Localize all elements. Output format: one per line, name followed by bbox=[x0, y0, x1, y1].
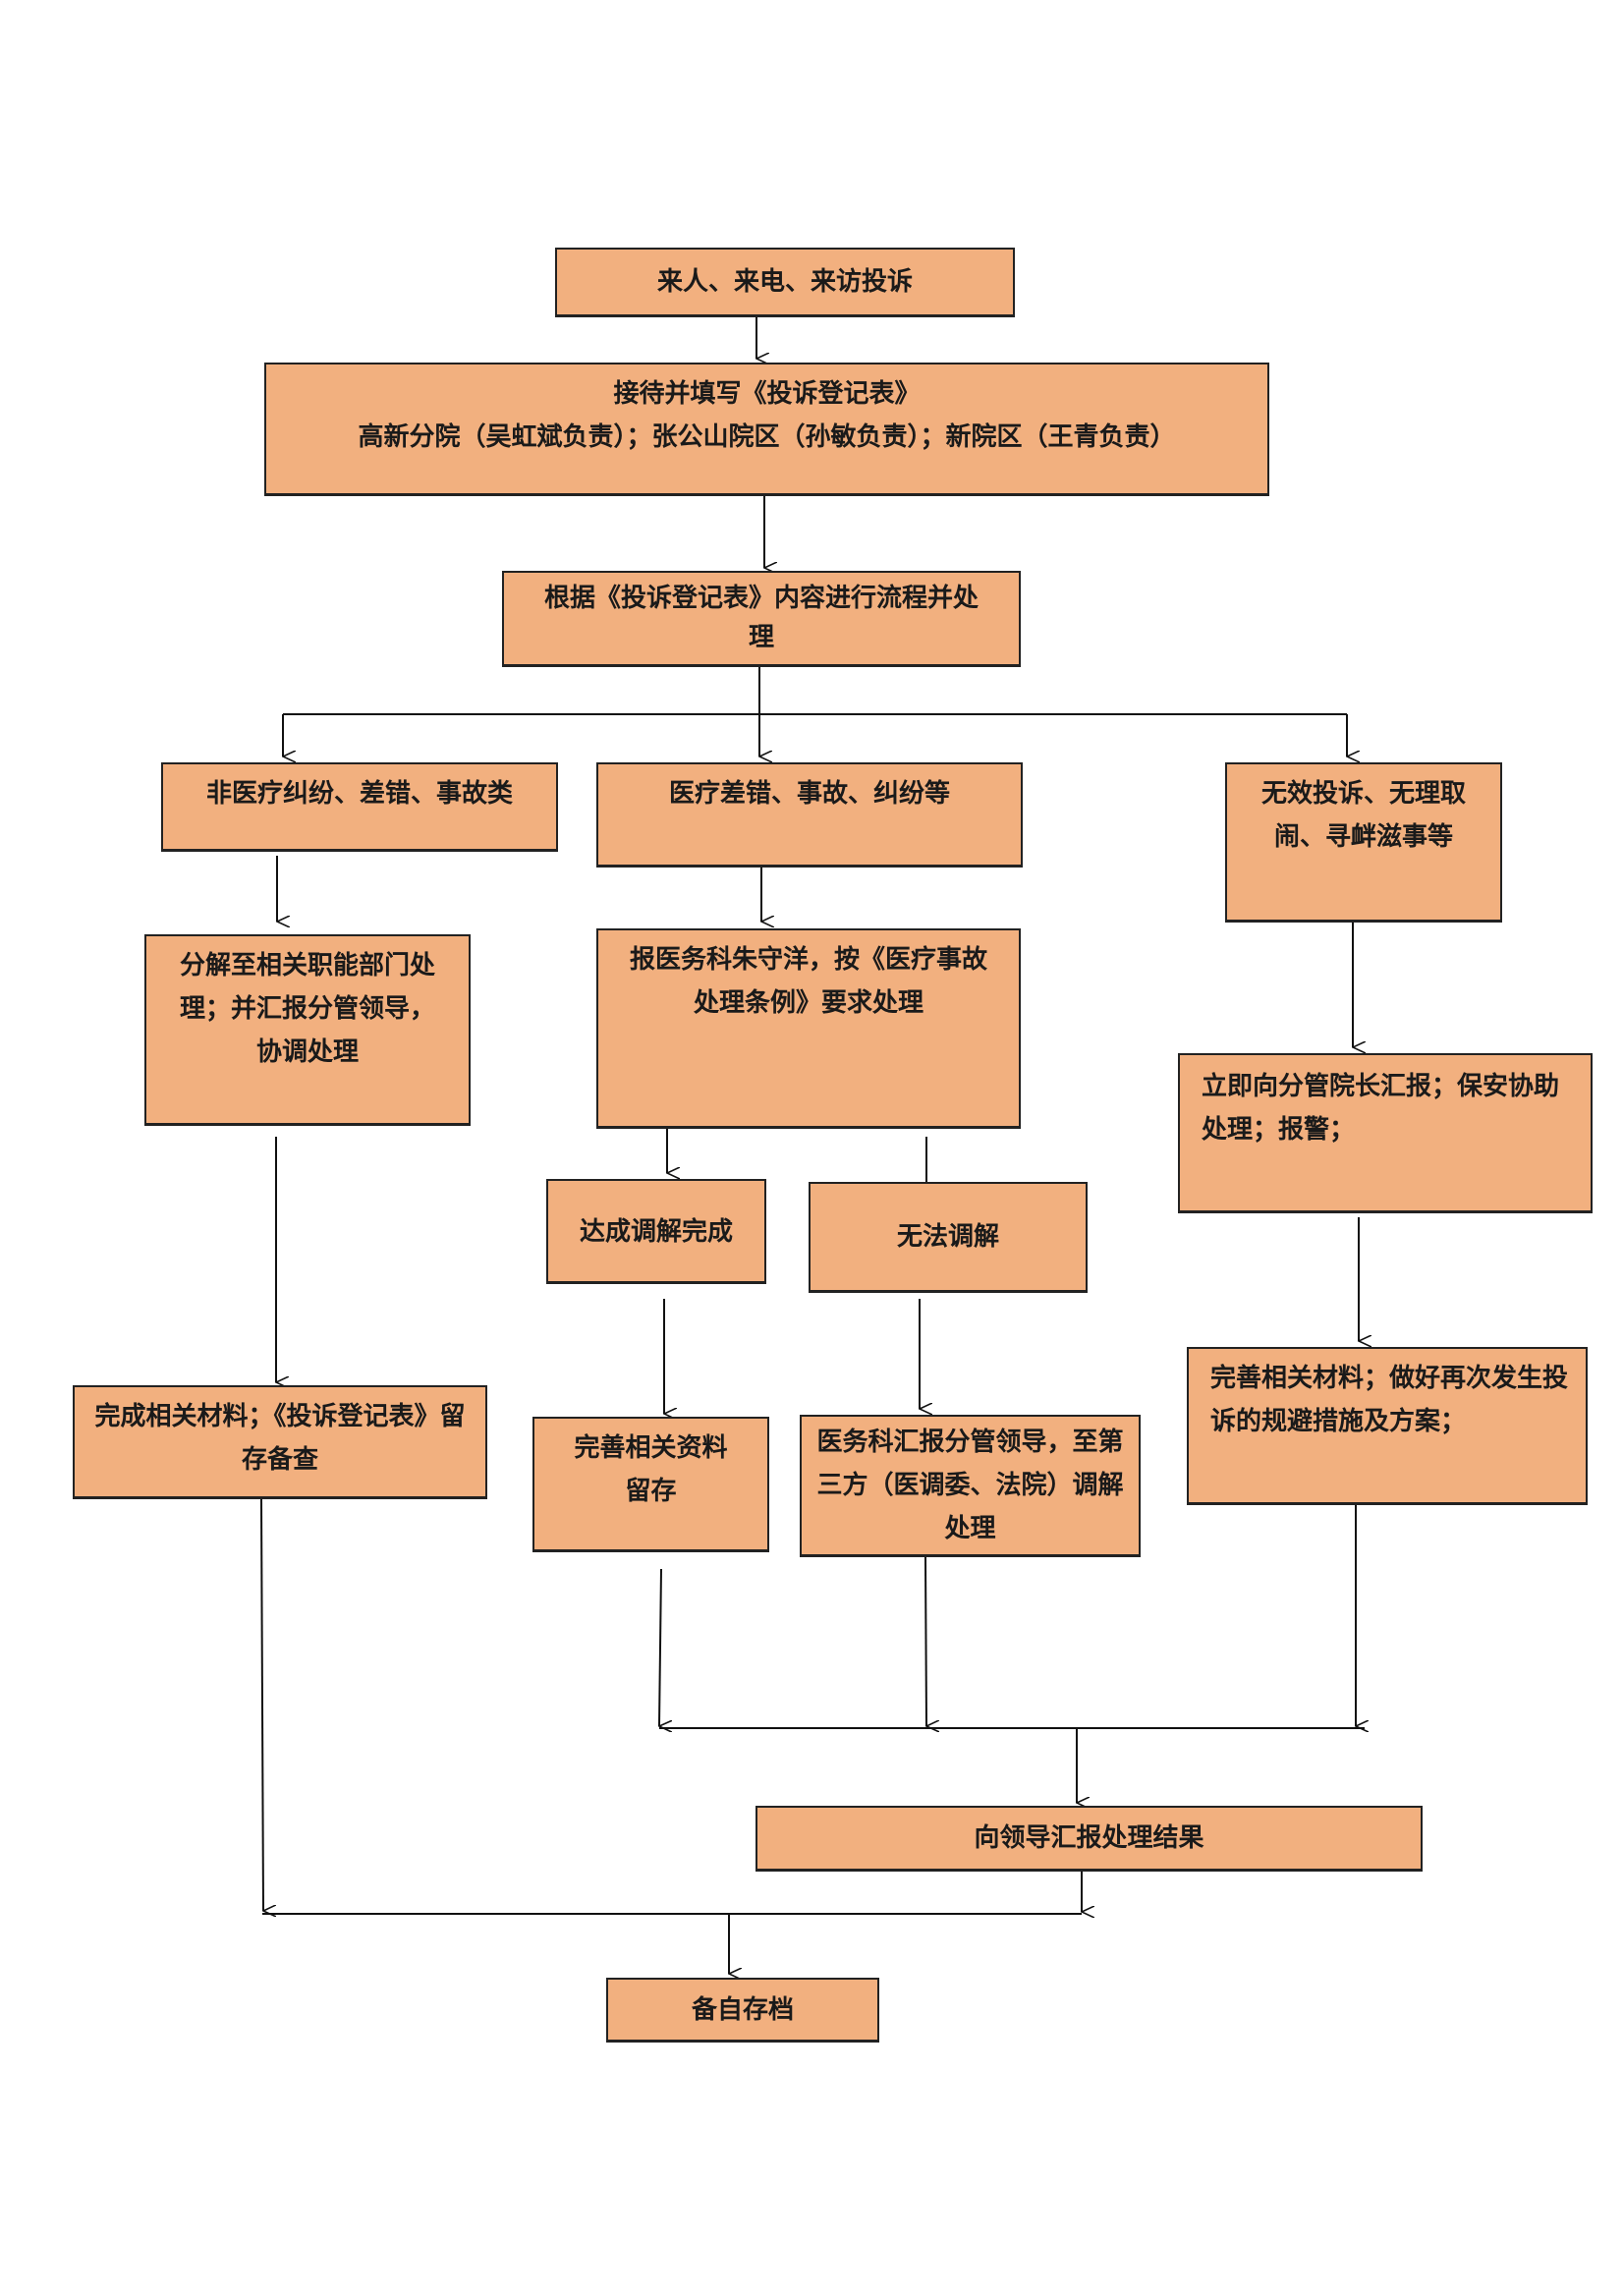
node-keep-records: 完善相关资料留存 bbox=[532, 1417, 769, 1552]
node-text: 向领导汇报处理结果 bbox=[974, 1823, 1204, 1853]
node-text: 达成调解完成 bbox=[579, 1217, 733, 1247]
node-non-medical: 非医疗纠纷、差错、事故类 bbox=[161, 762, 558, 852]
arrow bbox=[924, 1556, 926, 1726]
node-text: 报医务科朱守洋，按《医疗事故处理条例》要求处理 bbox=[629, 945, 987, 1018]
node-process: 根据《投诉登记表》内容进行流程并处理 bbox=[502, 571, 1021, 667]
node-text: 完善相关资料留存 bbox=[574, 1433, 728, 1506]
node-reception: 接待并填写《投诉登记表》 高新分院（吴虹斌负责）；张公山院区（孙敏负责）；新院区… bbox=[264, 363, 1269, 496]
node-report-result: 向领导汇报处理结果 bbox=[756, 1806, 1423, 1872]
node-text: 立即向分管院长汇报；保安协助处理；报警； bbox=[1202, 1072, 1560, 1145]
arrow bbox=[260, 1498, 263, 1911]
node-immediate: 立即向分管院长汇报；保安协助处理；报警； bbox=[1178, 1053, 1593, 1213]
node-text: 分解至相关职能部门处理；并汇报分管领导，协调处理 bbox=[179, 951, 435, 1067]
node-medical: 医疗差错、事故、纠纷等 bbox=[596, 762, 1023, 868]
node-prevention: 完善相关材料；做好再次发生投诉的规避措施及方案； bbox=[1187, 1347, 1588, 1505]
node-text: 完成相关材料；《投诉登记表》留存备查 bbox=[94, 1402, 466, 1475]
node-text: 无法调解 bbox=[896, 1222, 999, 1252]
node-decompose: 分解至相关职能部门处理；并汇报分管领导，协调处理 bbox=[144, 934, 471, 1126]
node-text: 来人、来电、来访投诉 bbox=[656, 267, 913, 297]
node-report-medical: 报医务科朱守洋，按《医疗事故处理条例》要求处理 bbox=[596, 928, 1021, 1129]
node-complete-materials: 完成相关材料；《投诉登记表》留存备查 bbox=[73, 1385, 487, 1499]
arrow bbox=[659, 1568, 661, 1726]
node-text: 无效投诉、无理取闹、寻衅滋事等 bbox=[1260, 779, 1466, 852]
node-text: 备自存档 bbox=[691, 1995, 794, 2025]
node-text: 完善相关材料；做好再次发生投诉的规避措施及方案； bbox=[1210, 1364, 1569, 1436]
node-start: 来人、来电、来访投诉 bbox=[555, 248, 1015, 317]
node-archive: 备自存档 bbox=[606, 1978, 879, 2043]
node-not-mediated: 无法调解 bbox=[809, 1182, 1088, 1293]
node-text: 非医疗纠纷、差错、事故类 bbox=[205, 779, 513, 809]
node-text: 医疗差错、事故、纠纷等 bbox=[668, 779, 950, 809]
node-text: 接待并填写《投诉登记表》 bbox=[613, 379, 921, 409]
node-mediated: 达成调解完成 bbox=[546, 1179, 766, 1284]
node-third-party: 医务科汇报分管领导，至第三方（医调委、法院）调解处理 bbox=[800, 1415, 1141, 1557]
node-text: 高新分院（吴虹斌负责）；张公山院区（孙敏负责）；新院区（王青负责） bbox=[358, 422, 1176, 452]
node-text: 根据《投诉登记表》内容进行流程并处理 bbox=[543, 584, 979, 652]
node-text: 医务科汇报分管领导，至第三方（医调委、法院）调解处理 bbox=[816, 1428, 1124, 1543]
node-invalid: 无效投诉、无理取闹、寻衅滋事等 bbox=[1225, 762, 1502, 923]
